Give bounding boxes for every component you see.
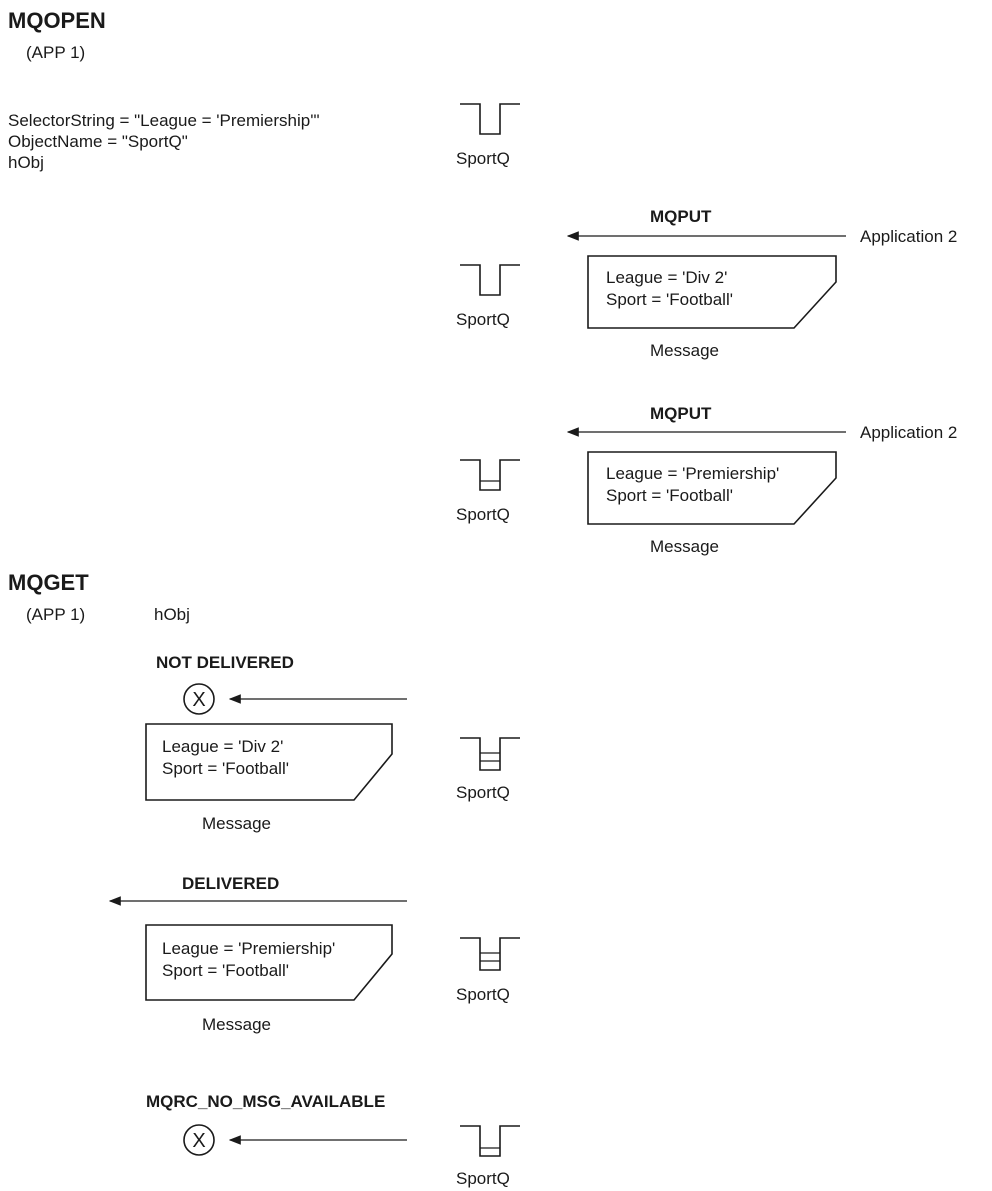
queue-icon-two-messages	[460, 737, 520, 771]
queue-icon-empty	[460, 264, 520, 296]
get3-status: MQRC_NO_MSG_AVAILABLE	[146, 1092, 385, 1111]
queue-icon-empty	[460, 103, 520, 135]
message-line: Sport = 'Football'	[606, 290, 733, 309]
reject-glyph: X	[192, 689, 205, 711]
get2-message-box: League = 'Premiership' Sport = 'Football…	[145, 924, 393, 1001]
mqget-title: MQGET	[8, 570, 89, 595]
queue-icon-two-messages	[460, 937, 520, 971]
put2-sender: Application 2	[860, 423, 957, 442]
queue-label: SportQ	[456, 783, 510, 802]
mqget-hobj: hObj	[154, 605, 190, 624]
get1-message-box: League = 'Div 2' Sport = 'Football'	[145, 723, 393, 801]
message-caption: Message	[650, 537, 719, 556]
mqopen-hobj: hObj	[8, 153, 44, 172]
message-line: League = 'Premiership'	[162, 939, 335, 958]
mqopen-title: MQOPEN	[8, 8, 106, 33]
message-caption: Message	[650, 341, 719, 360]
queue-label: SportQ	[456, 310, 510, 329]
mqopen-app-label: (APP 1)	[26, 43, 85, 62]
put1-verb: MQPUT	[650, 207, 712, 226]
message-line: Sport = 'Football'	[606, 486, 733, 505]
message-line: League = 'Premiership'	[606, 464, 779, 483]
queue-label: SportQ	[456, 149, 510, 168]
message-line: Sport = 'Football'	[162, 961, 289, 980]
put2-verb: MQPUT	[650, 404, 712, 423]
message-line: Sport = 'Football'	[162, 759, 289, 778]
message-caption: Message	[202, 814, 271, 833]
get1-status: NOT DELIVERED	[156, 653, 294, 672]
queue-label: SportQ	[456, 505, 510, 524]
get2-status: DELIVERED	[182, 874, 279, 893]
put1-sender: Application 2	[860, 227, 957, 246]
queue-icon-one-message	[460, 459, 520, 491]
queue-label: SportQ	[456, 1169, 510, 1188]
message-caption: Message	[202, 1015, 271, 1034]
queue-label: SportQ	[456, 985, 510, 1004]
reject-icon: X	[183, 1124, 215, 1156]
reject-glyph: X	[192, 1130, 205, 1152]
mqget-app-label: (APP 1)	[26, 605, 85, 624]
message-line: League = 'Div 2'	[162, 737, 283, 756]
queue-icon-one-message	[460, 1125, 520, 1157]
mqopen-selector-string: SelectorString = "League = 'Premiership'…	[8, 111, 320, 130]
put2-message-box: League = 'Premiership' Sport = 'Football…	[587, 451, 837, 525]
mqopen-object-name: ObjectName = "SportQ"	[8, 132, 188, 151]
put1-message-box: League = 'Div 2' Sport = 'Football'	[587, 255, 837, 329]
message-line: League = 'Div 2'	[606, 268, 727, 287]
reject-icon: X	[183, 683, 215, 715]
